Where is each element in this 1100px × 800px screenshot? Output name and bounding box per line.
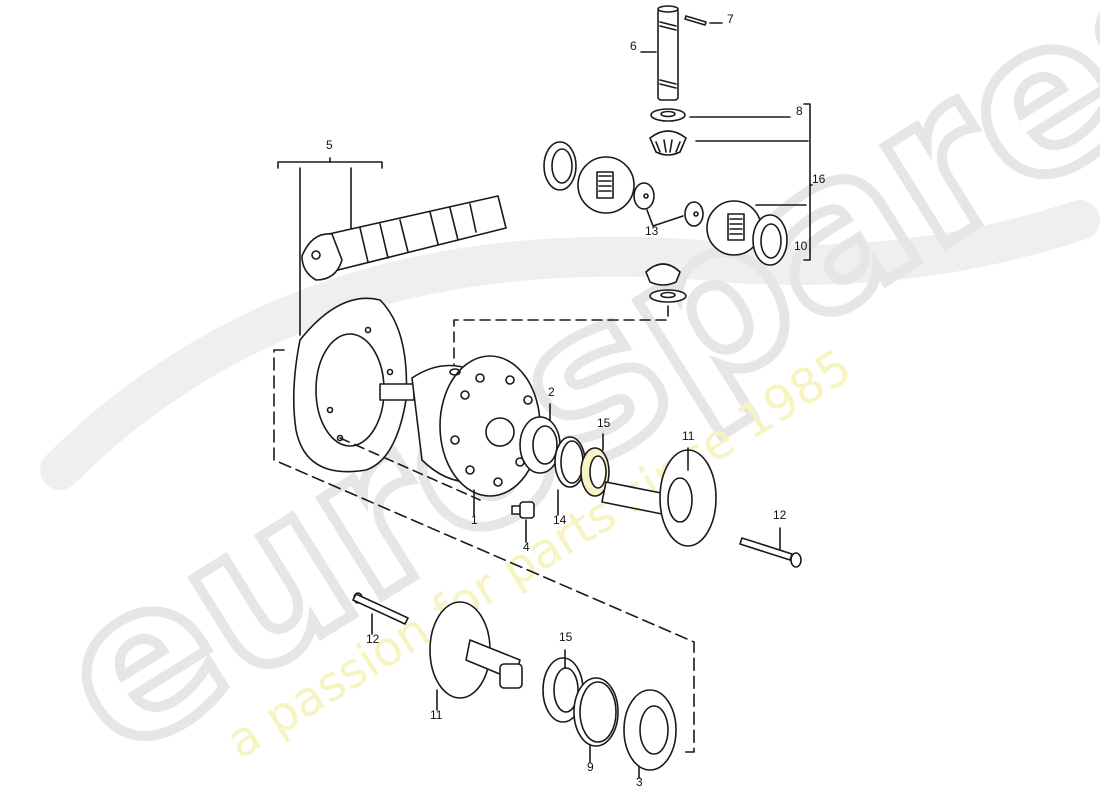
callout-label-15[interactable]: 15 bbox=[597, 416, 611, 430]
callout-label-3[interactable]: 3 bbox=[636, 775, 643, 789]
tapered-roller-bearing-part-2[interactable] bbox=[519, 416, 561, 474]
socket-head-bolt-part-12-left[interactable] bbox=[352, 592, 409, 625]
callout-label-10[interactable]: 10 bbox=[794, 239, 808, 253]
thrust-washer-left[interactable] bbox=[543, 141, 577, 191]
differential-pinion-gear-top[interactable] bbox=[649, 130, 687, 156]
side-gear-right[interactable] bbox=[706, 200, 762, 256]
callout-label-12[interactable]: 12 bbox=[366, 632, 380, 646]
callout-label-9[interactable]: 9 bbox=[587, 760, 594, 774]
pressure-piece-part-13[interactable] bbox=[633, 182, 704, 227]
callout-label-4[interactable]: 4 bbox=[523, 540, 530, 554]
callout-label-5[interactable]: 5 bbox=[326, 138, 333, 152]
callout-label-16[interactable]: 16 bbox=[812, 172, 826, 186]
tapered-roller-bearing-part-3[interactable] bbox=[623, 689, 677, 771]
callout-label-12[interactable]: 12 bbox=[773, 508, 787, 522]
roll-pin-part-7[interactable] bbox=[684, 15, 723, 26]
callout-label-14[interactable]: 14 bbox=[553, 513, 567, 527]
flanged-shaft-part-11-lower[interactable] bbox=[429, 601, 523, 699]
ring-gear-part-5[interactable] bbox=[292, 297, 408, 473]
differential-shaft-part-6[interactable] bbox=[657, 5, 679, 101]
callout-label-7[interactable]: 7 bbox=[727, 12, 734, 26]
callout-label-2[interactable]: 2 bbox=[548, 385, 555, 399]
callout-label-8[interactable]: 8 bbox=[796, 104, 803, 118]
callout-label-11[interactable]: 11 bbox=[682, 429, 695, 443]
side-gear-left[interactable] bbox=[577, 156, 635, 214]
callout-label-11[interactable]: 11 bbox=[430, 708, 443, 722]
callout-label-15[interactable]: 15 bbox=[559, 630, 573, 644]
thrust-washer-part-10[interactable] bbox=[752, 214, 788, 266]
shim-part-14[interactable] bbox=[554, 436, 586, 488]
shim-part-9[interactable] bbox=[573, 677, 619, 747]
screw-part-4[interactable] bbox=[511, 501, 535, 519]
thrust-washer-part-8[interactable] bbox=[650, 108, 686, 122]
differential-housing-part-1[interactable] bbox=[379, 355, 541, 497]
callout-label-13[interactable]: 13 bbox=[645, 224, 659, 238]
shaft-seal-part-15-upper[interactable] bbox=[580, 447, 610, 497]
flanged-shaft-part-11-upper[interactable] bbox=[601, 449, 717, 547]
differential-pinion-gear-bottom[interactable] bbox=[645, 263, 687, 303]
pinion-shaft-part-5[interactable] bbox=[301, 195, 507, 281]
shaft-seal-part-15-lower[interactable] bbox=[542, 657, 584, 723]
callout-label-6[interactable]: 6 bbox=[630, 39, 637, 53]
callout-label-1[interactable]: 1 bbox=[471, 513, 478, 527]
socket-head-bolt-part-12-right[interactable] bbox=[739, 537, 802, 568]
